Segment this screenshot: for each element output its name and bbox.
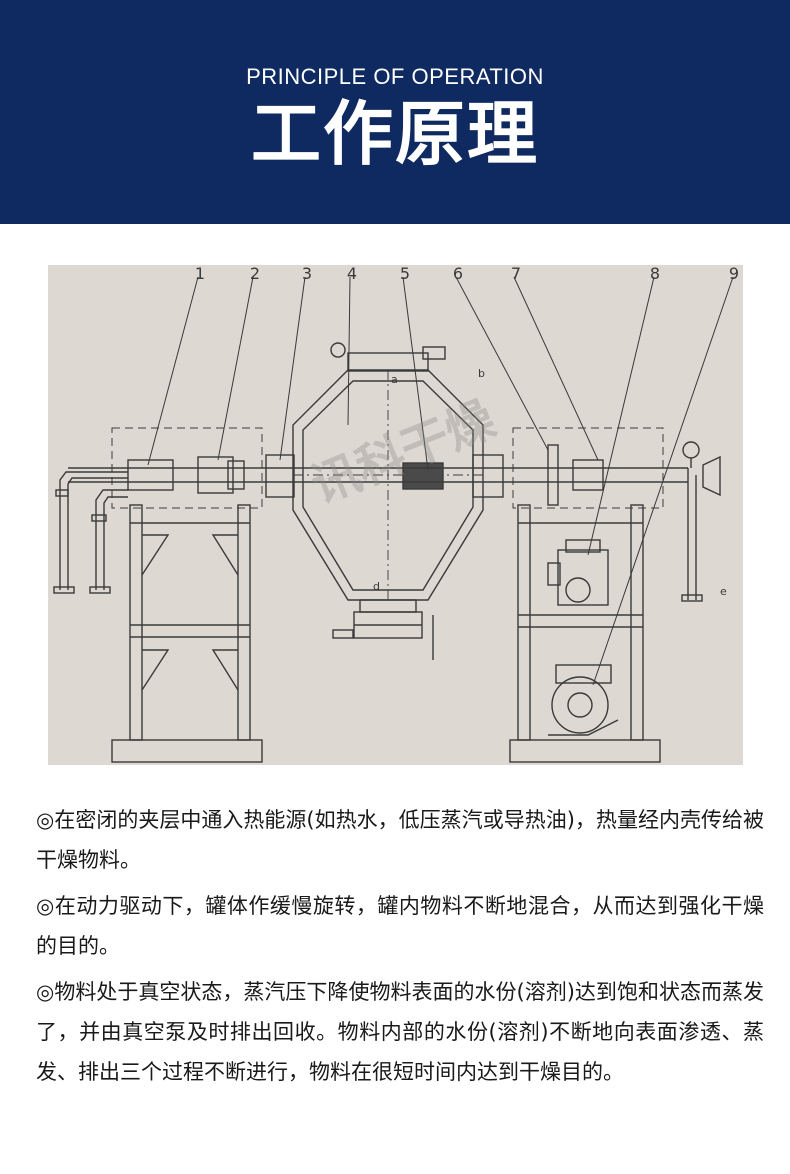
dryer-schematic-diagram: 1 2 3 4 5 6 7 8 9 a b d e 讯科干燥 — [48, 265, 743, 765]
schematic-drawing: 1 2 3 4 5 6 7 8 9 a b d e 讯科干燥 — [53, 265, 739, 763]
port-label-b: b — [478, 367, 485, 380]
callout-8: 8 — [650, 265, 660, 283]
description-paragraph-1: ◎在密闭的夹层中通入热能源(如热水，低压蒸汽或导热油)，热量经内壳传给被干燥物料… — [36, 808, 764, 872]
rotating-shaft — [68, 444, 688, 506]
left-inlet-pipes — [53, 471, 128, 594]
callout-5: 5 — [400, 265, 410, 283]
callout-7: 7 — [511, 265, 521, 283]
discharge-valve — [332, 629, 354, 639]
right-outlet-pipe — [681, 441, 721, 602]
callout-3: 3 — [302, 265, 312, 283]
gear-reducer — [547, 539, 609, 606]
callout-4: 4 — [347, 265, 357, 283]
motor — [548, 664, 619, 736]
port-label-d: d — [373, 580, 380, 593]
left-support-stand — [111, 504, 263, 763]
sight-glass — [422, 346, 446, 360]
callout-9: 9 — [729, 265, 739, 283]
callout-1: 1 — [195, 265, 205, 283]
description-paragraph-2: ◎在动力驱动下，罐体作缓慢旋转，罐内物料不断地混合，从而达到强化干燥的目的。 — [36, 894, 764, 958]
vacuum-valve — [330, 342, 346, 358]
section-title: 工作原理 — [251, 93, 539, 175]
callout-6: 6 — [453, 265, 463, 283]
callout-leaders — [147, 276, 734, 686]
description-section: ◎在密闭的夹层中通入热能源(如热水，低压蒸汽或导热油)，热量经内壳传给被干燥物料… — [36, 800, 764, 1098]
header-banner: PRINCIPLE OF OPERATION 工作原理 — [0, 0, 790, 224]
port-label-e: e — [720, 585, 727, 598]
double-cone-tank — [292, 352, 484, 639]
port-label-a: a — [391, 373, 398, 386]
right-support-stand — [509, 504, 661, 763]
callout-2: 2 — [250, 265, 260, 283]
description-paragraph-3: ◎物料处于真空状态，蒸汽压下降使物料表面的水份(溶剂)达到饱和状态而蒸发了，并由… — [36, 980, 764, 1084]
section-subtitle: PRINCIPLE OF OPERATION — [246, 64, 544, 89]
